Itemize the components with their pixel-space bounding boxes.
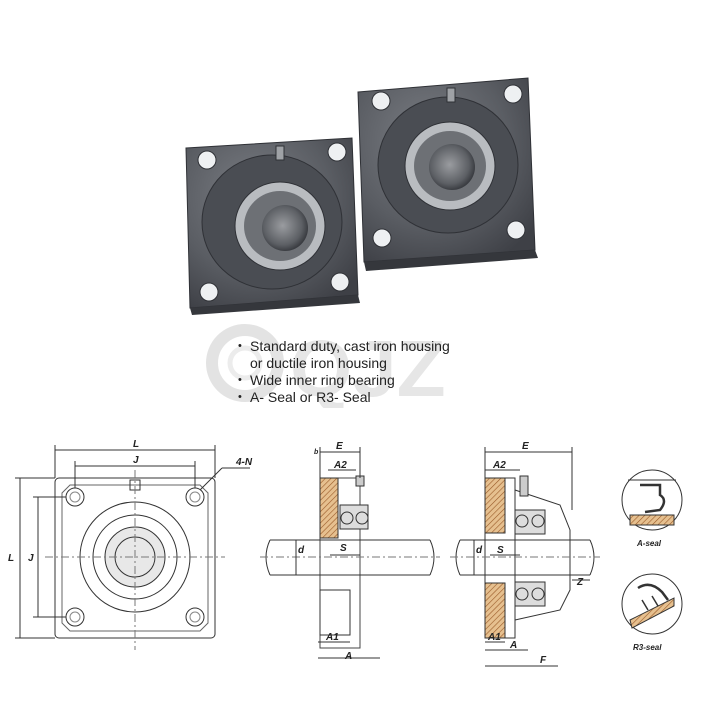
dim-A2-a: A2 <box>333 460 347 471</box>
dim-b-a: b <box>314 449 319 456</box>
seal-a-label: A-seal <box>636 539 662 548</box>
feature-line: or ductile iron housing <box>250 355 387 371</box>
seal-detail-a <box>621 469 683 531</box>
flange-unit-photo-front <box>185 137 360 315</box>
dim-Z-b: Z <box>576 577 584 588</box>
dim-L-side: L <box>8 553 14 564</box>
seal-r3-label: R3-seal <box>633 643 662 652</box>
front-view-drawing <box>15 445 250 650</box>
dim-L-top: L <box>133 439 139 450</box>
dim-d-a: d <box>298 545 305 556</box>
dim-A-a: A <box>344 651 352 662</box>
dim-A1-a: A1 <box>325 632 339 643</box>
dim-4N: 4-N <box>235 457 253 468</box>
side-view-b-drawing <box>450 447 600 667</box>
feature-item: Standard duty, cast iron housing or duct… <box>238 338 450 372</box>
dim-J-side: J <box>28 553 34 564</box>
dim-A1-b: A1 <box>487 632 501 643</box>
dim-d-b: d <box>476 545 483 556</box>
feature-line: Wide inner ring bearing <box>250 372 395 388</box>
feature-item: A- Seal or R3- Seal <box>238 389 450 406</box>
dim-J-top: J <box>133 455 139 466</box>
feature-item: Wide inner ring bearing <box>238 372 450 389</box>
flange-unit-photo-back <box>357 77 538 271</box>
side-view-a-drawing <box>260 447 440 659</box>
feature-line: A- Seal or R3- Seal <box>250 389 371 405</box>
feature-list: Standard duty, cast iron housing or duct… <box>238 338 450 406</box>
dim-E-a: E <box>336 441 343 452</box>
dim-F-b: F <box>540 655 547 666</box>
dim-S-a: S <box>340 543 347 554</box>
dim-S-b: S <box>497 545 504 556</box>
dim-E-b: E <box>522 441 529 452</box>
feature-line: Standard duty, cast iron housing <box>250 338 450 354</box>
seal-detail-r3 <box>621 573 683 635</box>
dim-A-b: A <box>509 640 517 651</box>
dim-A2-b: A2 <box>492 460 506 471</box>
